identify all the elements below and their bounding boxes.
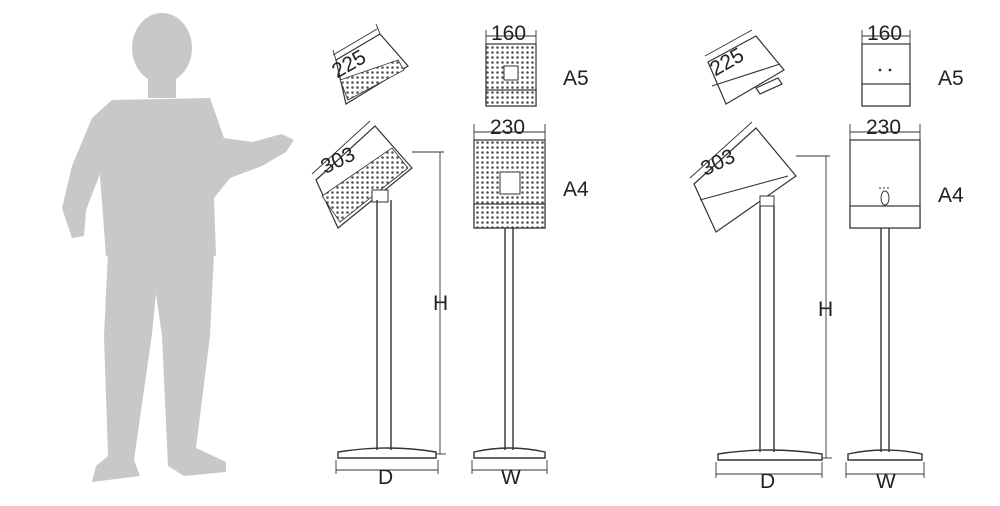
- stand1-front-a4: 230 A4: [473, 116, 589, 229]
- stand2-front-a4-width: 230: [866, 116, 901, 139]
- stand1-side-pole: [337, 200, 437, 459]
- stand1-a5-label: A5: [563, 67, 589, 90]
- stand1-width-dimension: W: [471, 460, 548, 489]
- stand1-front-a4-width: 230: [490, 116, 525, 139]
- stand1-height-label: H: [433, 292, 448, 315]
- stand2-height-label: H: [818, 298, 833, 321]
- stand1-front-pole: [473, 228, 546, 459]
- stand2-side-pole: [717, 206, 823, 461]
- stand2-side-a5: 225: [704, 29, 785, 105]
- stand2-height-dimension: H: [796, 155, 833, 459]
- stand1-side-a4: 303: [311, 120, 413, 229]
- stand1-width-label: W: [501, 466, 521, 489]
- stand2-depth-label: D: [760, 470, 775, 493]
- stand2-a4-label: A4: [938, 184, 964, 207]
- stand2-a5-label: A5: [938, 67, 964, 90]
- stand1-a4-label: A4: [563, 178, 589, 201]
- stand1-depth-dimension: D: [335, 460, 439, 489]
- stand2-width-label: W: [876, 470, 896, 493]
- stand1-side-a5: 225: [328, 23, 409, 105]
- stand2-front-a5-width: 160: [867, 22, 902, 45]
- stand2-depth-dimension: D: [715, 462, 823, 493]
- person-silhouette: [62, 13, 294, 482]
- stand2-front-pole: [847, 228, 923, 461]
- stand1-front-a5: 160 A5: [485, 22, 589, 107]
- stand1-height-dimension: H: [412, 151, 448, 455]
- stand2-width-dimension: W: [845, 462, 925, 493]
- stand1-depth-label: D: [378, 466, 393, 489]
- stand2-front-a5: 160 A5: [861, 22, 964, 107]
- stand2-front-a4: 230 A4: [849, 116, 964, 229]
- stand2-side-a4: 303: [689, 121, 797, 233]
- stand1-front-a5-width: 160: [491, 22, 526, 45]
